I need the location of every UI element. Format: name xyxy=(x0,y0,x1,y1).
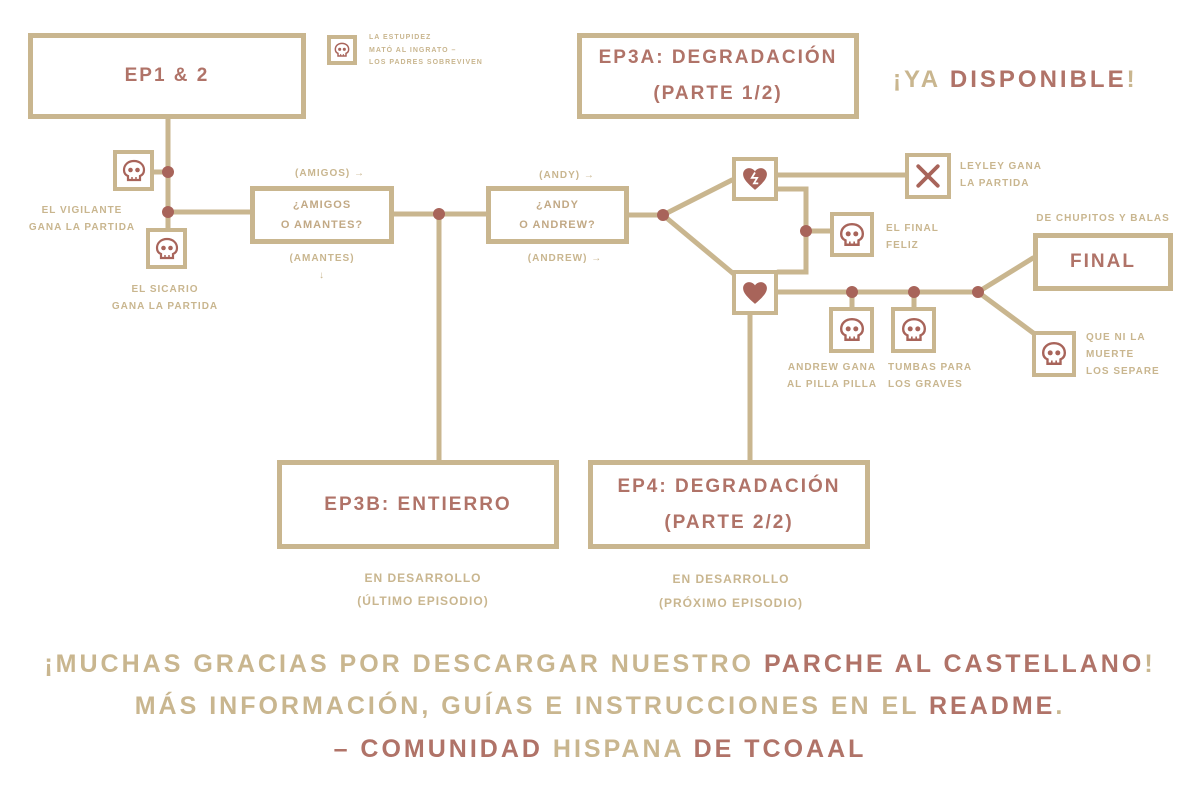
footer-text: . xyxy=(1055,692,1066,720)
node-subtitle: (Parte 2/2) xyxy=(664,511,794,533)
label-line: feliz xyxy=(886,240,919,251)
label-line: los padres sobreviven xyxy=(369,59,483,66)
footer-text: Más información, guías e instrucciones e… xyxy=(134,692,929,720)
andrew-branch-label: (Andrew) → xyxy=(527,253,603,264)
broken-heart-icon xyxy=(732,157,778,201)
skull-icon xyxy=(113,150,154,191)
node-ep3b: EP3B: Entierro xyxy=(277,460,559,549)
label-line: El final xyxy=(886,223,939,234)
node-subtitle: (Parte 1/2) xyxy=(653,83,783,104)
footer-text: ! xyxy=(1144,650,1156,678)
ending-muerte-label: Que ni la muerte los separe xyxy=(1086,329,1160,380)
label-line: En desarrollo xyxy=(672,572,790,586)
skull-icon xyxy=(829,307,874,353)
skull-icon xyxy=(830,212,874,257)
skull-icon xyxy=(146,228,187,269)
footer-readme: Más información, guías e instrucciones e… xyxy=(0,692,1200,721)
label-line: La estupidez xyxy=(369,34,432,41)
label-line: Que ni la xyxy=(1086,332,1146,343)
ending-final-feliz-label: El final feliz xyxy=(886,220,939,254)
node-subtitle: o Andrew? xyxy=(519,219,596,231)
label-line: En desarrollo xyxy=(364,571,482,585)
label-line: gana la partida xyxy=(111,301,219,312)
node-ep4: EP4: Degradación (Parte 2/2) xyxy=(588,460,870,549)
heart-icon xyxy=(732,270,778,315)
label-line: (Amantes) xyxy=(289,253,355,264)
node-ep3a: EP3A: Degradación (Parte 1/2) xyxy=(577,33,859,119)
ending-pilla-label: Andrew gana al pilla pilla xyxy=(782,359,882,393)
footer-text: ¡Muchas gracias por descargar nuestro xyxy=(44,650,764,678)
skull-icon xyxy=(1032,331,1076,377)
banner-text: ! xyxy=(1126,66,1138,93)
ep3b-status: En desarrollo (último episodio) xyxy=(323,567,523,613)
label-line: ↓ xyxy=(319,270,325,281)
node-ep1-2: EP1 & 2 xyxy=(28,33,306,119)
andy-branch-label: (Andy) → xyxy=(539,170,595,181)
node-andy-choice: ¿Andy o Andrew? xyxy=(486,186,629,244)
node-amigos-choice: ¿Amigos o amantes? xyxy=(250,186,394,244)
node-title: Final xyxy=(1070,251,1136,272)
label-line: Leyley gana xyxy=(960,161,1042,172)
label-line: al pilla pilla xyxy=(786,379,878,390)
footer-highlight: Hispana xyxy=(552,735,684,763)
footer-thanks: ¡Muchas gracias por descargar nuestro pa… xyxy=(0,650,1200,679)
node-title: EP3A: Degradación xyxy=(598,47,838,68)
footer-text: – Comunidad xyxy=(333,735,553,763)
label-line: gana la partida xyxy=(28,222,136,233)
ending-tumbas-label: Tumbas para los graves xyxy=(888,359,972,393)
ending-leyley-label: Leyley gana la partida xyxy=(960,158,1042,192)
node-title: ¿Andy xyxy=(536,199,579,211)
label-line: (próximo episodio) xyxy=(658,596,803,610)
footer-highlight: parche al castellano xyxy=(763,650,1145,678)
label-line: Tumbas para xyxy=(888,362,973,373)
ending-sicario-label: El sicario gana la partida xyxy=(105,281,225,315)
skull-icon xyxy=(327,35,357,65)
footer-text: de TCOAAL xyxy=(683,735,867,763)
available-banner: ¡Ya Disponible! xyxy=(893,66,1138,94)
node-title: EP1 & 2 xyxy=(124,65,210,86)
label-line: Andrew gana xyxy=(787,362,877,373)
banner-text: ¡Ya xyxy=(893,66,950,93)
node-title: ¿Amigos xyxy=(292,199,352,211)
cross-icon xyxy=(905,153,951,199)
node-title: EP3B: Entierro xyxy=(324,493,512,515)
label-line: los separe xyxy=(1086,366,1160,377)
amigos-branch-label: (Amigos) → xyxy=(295,168,365,179)
label-line: los graves xyxy=(888,379,963,390)
amantes-branch-label: (Amantes) ↓ xyxy=(262,250,382,284)
banner-highlight: Disponible xyxy=(949,66,1127,93)
label-line: mató al ingrato – xyxy=(369,46,457,54)
ending-stupidity-label: La estupidez mató al ingrato – los padres … xyxy=(369,32,483,70)
skull-icon xyxy=(891,307,936,353)
footer-highlight: README xyxy=(929,692,1056,720)
ep4-status: En desarrollo (próximo episodio) xyxy=(631,567,831,615)
node-subtitle: o amantes? xyxy=(280,219,364,231)
ending-vigilante-label: El vigilante gana la partida xyxy=(24,202,140,236)
label-line: la partida xyxy=(960,178,1030,189)
label-line: (último episodio) xyxy=(357,594,489,608)
junction-dots xyxy=(162,166,984,298)
label-line: muerte xyxy=(1086,349,1135,360)
label-line: El vigilante xyxy=(41,205,123,216)
node-title: EP4: Degradación xyxy=(617,475,841,497)
footer-signature: – Comunidad Hispana de TCOAAL xyxy=(0,735,1200,764)
label-line: El sicario xyxy=(131,284,199,295)
final-subtitle-label: De chupitos y balas xyxy=(1036,213,1170,224)
node-final: Final xyxy=(1033,233,1173,291)
